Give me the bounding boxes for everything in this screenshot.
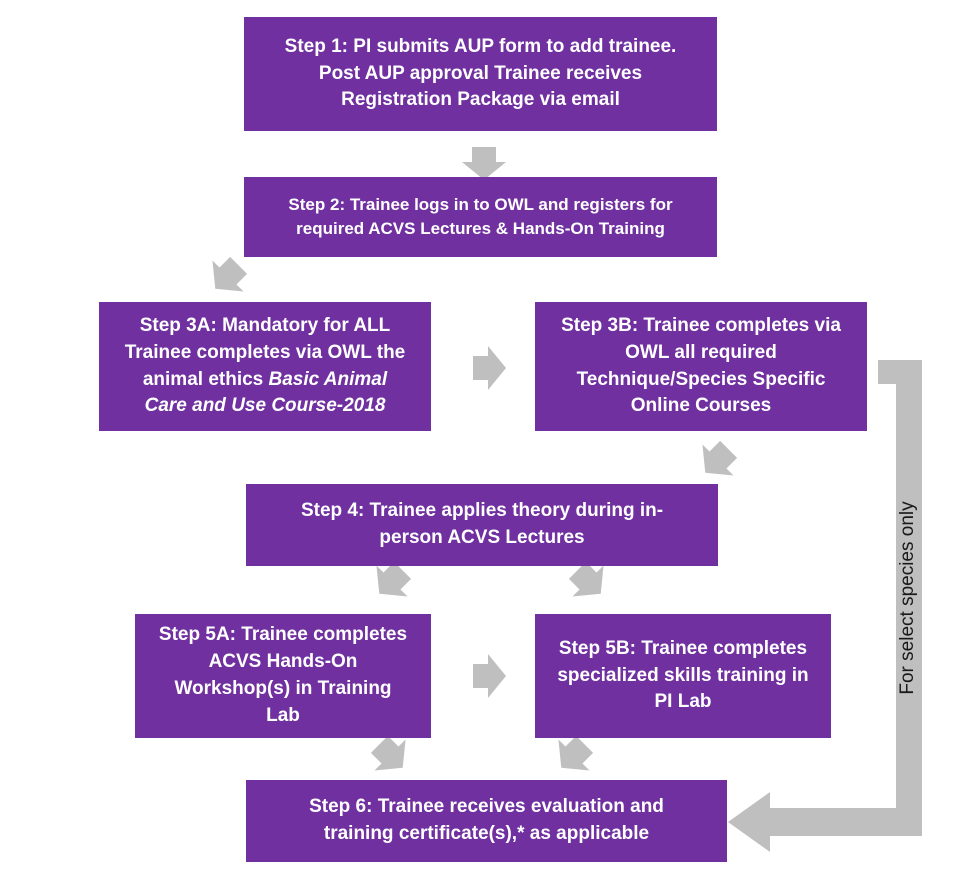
step3a-course-title-part2: Care and Use Course-2018 xyxy=(144,395,386,417)
step3b-line1: Step 3B: Trainee completes via xyxy=(561,314,841,336)
step6-line1: Step 6: Trainee receives evaluation and xyxy=(309,796,664,818)
step5a-box: Step 5A: Trainee completes ACVS Hands-On… xyxy=(135,614,431,738)
step5a-line1: Step 5A: Trainee completes xyxy=(158,624,408,646)
step3b-line2: OWL all required xyxy=(625,341,777,363)
step6-line2: training certificate(s),* as applicable xyxy=(323,823,650,844)
step3a-box: Step 3A: Mandatory for ALL Trainee compl… xyxy=(99,302,431,431)
step1-box: Step 1: PI submits AUP form to add train… xyxy=(244,17,717,131)
arrow-step3a-to-step3b xyxy=(473,346,506,390)
step3a-line4: Care and Use Course-2018 xyxy=(125,393,406,420)
arrow-step5a-to-step5b xyxy=(473,654,506,698)
step5b-line2: specialized skills training in xyxy=(557,664,809,686)
step4-box: Step 4: Trainee applies theory during in… xyxy=(246,484,718,566)
step5a-line3: Workshop(s) in Training xyxy=(174,678,392,699)
step2-box: Step 2: Trainee logs in to OWL and regis… xyxy=(244,177,717,257)
step2-line2: required ACVS Lectures & Hands-On Traini… xyxy=(296,219,665,238)
step5b-line3: PI Lab xyxy=(654,691,712,713)
arrow-step3b-to-step4 xyxy=(689,433,745,489)
step5a-line4: Lab xyxy=(266,704,300,726)
step3b-line3: Technique/Species Specific xyxy=(576,368,826,390)
step3b-box: Step 3B: Trainee completes via OWL all r… xyxy=(535,302,867,431)
step5b-line1: Step 5B: Trainee completes xyxy=(558,637,808,659)
step5a-line2: ACVS Hands-On xyxy=(208,651,358,673)
step3a-course-title-part1: Basic Animal xyxy=(268,368,388,390)
step3b-line4: Online Courses xyxy=(630,395,772,417)
arrow-bypass-to-step6 xyxy=(728,360,922,852)
step5b-box: Step 5B: Trainee completes specialized s… xyxy=(535,614,831,738)
step4-line2: person ACVS Lectures xyxy=(379,527,585,548)
step3a-line1: Step 3A: Mandatory for ALL xyxy=(139,314,391,336)
arrow-step1-to-step2 xyxy=(462,147,506,180)
step3a-line2: Trainee completes via OWL the xyxy=(124,341,406,363)
arrow-step2-to-step3a xyxy=(199,249,255,305)
step3a-line3: animal ethics Basic Animal xyxy=(125,367,406,394)
step3a-line3-plain: animal ethics xyxy=(142,368,269,390)
step1-line2: Post AUP approval Trainee receives xyxy=(318,62,643,84)
step2-line1: Step 2: Trainee logs in to OWL and regis… xyxy=(288,194,673,214)
step1-line1: Step 1: PI submits AUP form to add train… xyxy=(284,35,677,57)
step4-line1: Step 4: Trainee applies theory during in… xyxy=(300,500,664,522)
step1-line3: Registration Package via email xyxy=(341,89,620,111)
step6-box: Step 6: Trainee receives evaluation and … xyxy=(246,780,727,862)
select-species-label: For select species only xyxy=(897,501,918,695)
